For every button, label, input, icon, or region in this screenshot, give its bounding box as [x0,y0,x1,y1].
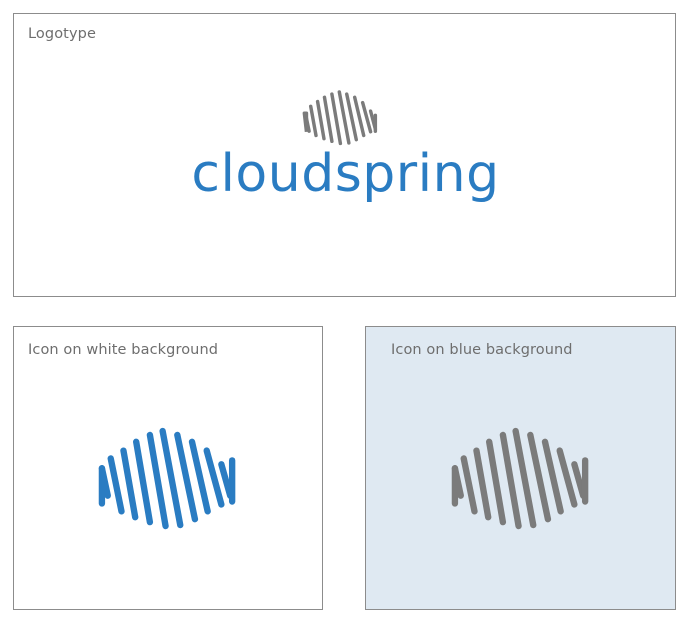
cloudspring-logo-icon [98,427,236,530]
logotype-panel: Logotype cloudspring [13,13,676,297]
cloudspring-logo-icon [451,427,589,530]
icon-white-panel: Icon on white background [13,326,323,610]
panel-label-icon-white: Icon on white background [28,342,219,358]
icon-blue-panel: Icon on blue background [365,326,676,610]
panel-label-logotype: Logotype [28,26,96,42]
panel-label-icon-blue: Icon on blue background [391,342,573,358]
cloudspring-logo-icon [302,90,378,146]
cloudspring-wordmark: cloudspring [191,144,500,204]
